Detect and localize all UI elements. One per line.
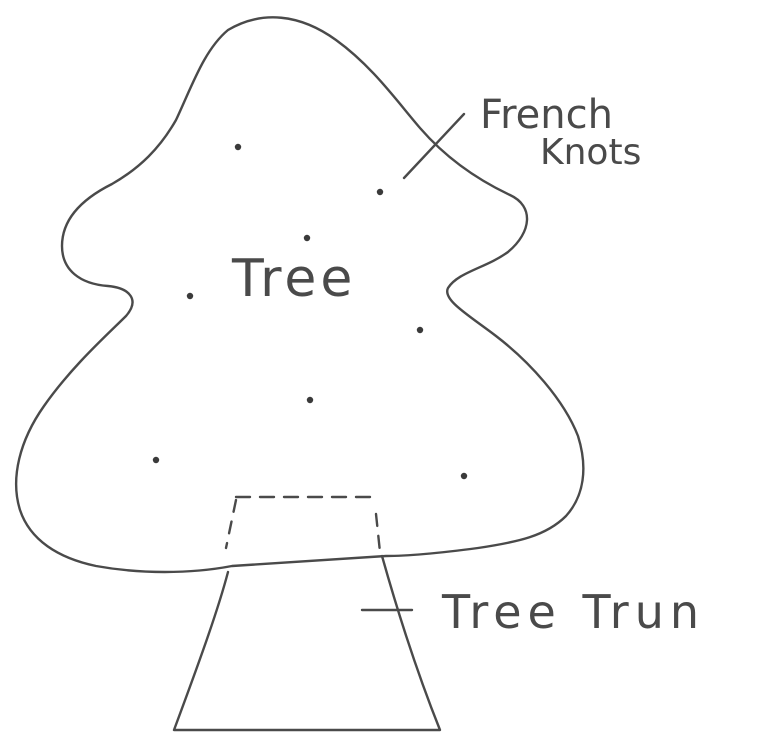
tree-trunk-outline <box>174 556 440 730</box>
knot-dot <box>307 397 313 403</box>
knot-dot <box>153 457 159 463</box>
tree-trunk-label: Tree Trun <box>441 585 705 639</box>
french-knots-label-line2: Knots <box>540 132 641 173</box>
trunk-hidden-right-dashed <box>376 514 380 552</box>
knot-dot <box>417 327 423 333</box>
knot-dot <box>377 189 383 195</box>
knot-dot <box>187 293 193 299</box>
trunk-hidden-left-dashed <box>226 500 236 548</box>
knot-dot <box>235 144 241 150</box>
french-knots-pointer <box>404 114 464 178</box>
knot-dot <box>304 235 310 241</box>
knot-dot <box>461 473 467 479</box>
french-knot-dots <box>153 144 467 479</box>
tree-label: Tree <box>231 249 356 309</box>
